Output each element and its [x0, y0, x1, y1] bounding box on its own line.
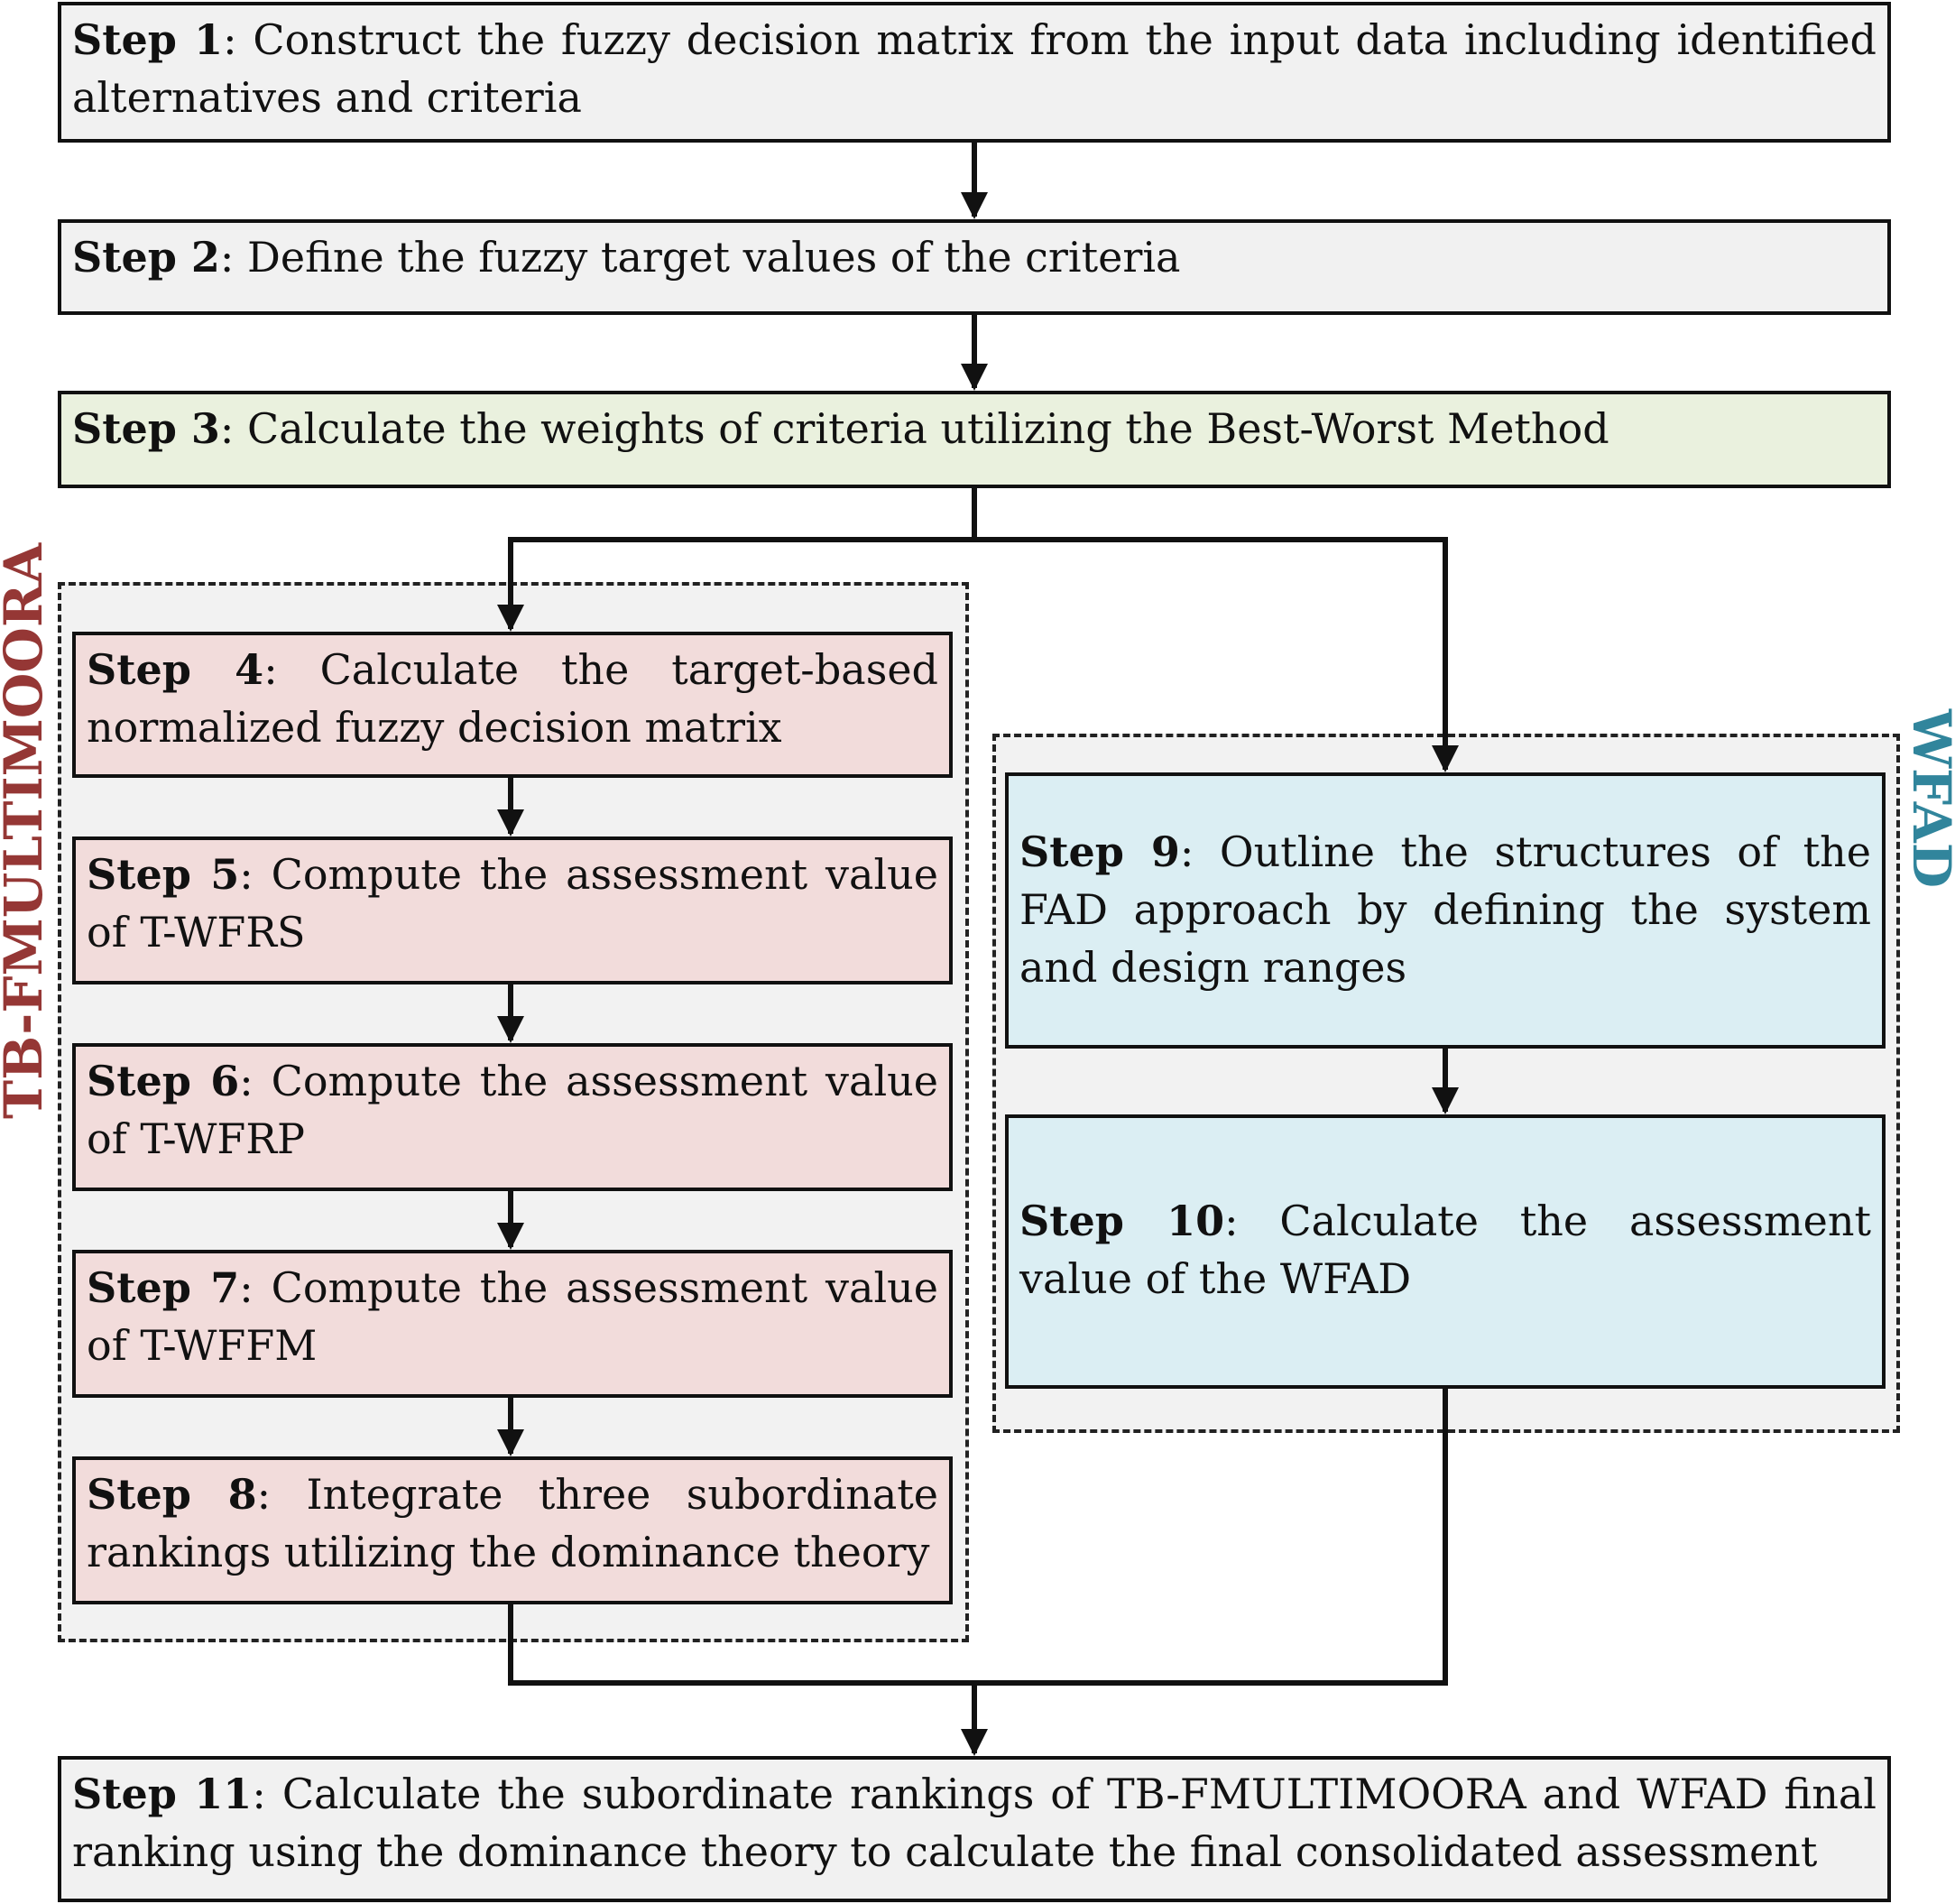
step-5-box: Step 5: Compute the assessment value of … [72, 836, 953, 984]
step-5-text: : Compute the assessment value of T-WFRS [87, 850, 939, 957]
step-2-number: Step 2 [72, 233, 220, 282]
step-4-text: : Calculate the target-based normalized … [87, 645, 938, 752]
step-10-text: : Calculate the assessment value of the … [1019, 1197, 1871, 1303]
step-9-box: Step 9: Outline the structures of the FA… [1005, 772, 1886, 1049]
step-2-box: Step 2: Define the fuzzy target values o… [58, 219, 1891, 315]
step-9-text: : Outline the structures of the FAD appr… [1019, 827, 1871, 992]
step-11-number: Step 11 [72, 1770, 253, 1818]
step-3-number: Step 3 [72, 404, 220, 453]
step-9-number: Step 9 [1019, 827, 1180, 876]
step-6-box: Step 6: Compute the assessment value of … [72, 1043, 953, 1191]
step-1-text: : Construct the fuzzy decision matrix fr… [72, 15, 1877, 122]
step-11-box: Step 11: Calculate the subordinate ranki… [58, 1756, 1891, 1902]
step-7-box: Step 7: Compute the assessment value of … [72, 1250, 953, 1398]
step-4-number: Step 4 [87, 645, 264, 694]
step-1-number: Step 1 [72, 15, 224, 64]
branch-from-step3 [497, 487, 977, 632]
step-1-box: Step 1: Construct the fuzzy decision mat… [58, 2, 1891, 143]
step-11-text: : Calculate the subordinate rankings of … [72, 1770, 1877, 1876]
arrow-to-step9 [974, 537, 1459, 772]
step-3-box: Step 3: Calculate the weights of criteri… [58, 391, 1891, 488]
step-6-text: : Compute the assessment value of T-WFRP [87, 1057, 939, 1163]
step-8-box: Step 8: Integrate three subordinate rank… [72, 1456, 953, 1604]
merge-left [508, 1389, 1448, 1686]
step-10-number: Step 10 [1019, 1197, 1225, 1245]
step-4-box: Step 4: Calculate the target-based norma… [72, 632, 953, 778]
step-2-text: : Define the fuzzy target values of the … [219, 233, 1181, 282]
step-6-number: Step 6 [87, 1057, 240, 1105]
step-10-box: Step 10: Calculate the assessment value … [1005, 1114, 1886, 1389]
step-5-number: Step 5 [87, 850, 240, 899]
step-3-text: : Calculate the weights of criteria util… [219, 404, 1609, 453]
step-8-number: Step 8 [87, 1470, 257, 1519]
step-7-text: : Compute the assessment value of T-WFFM [87, 1263, 939, 1370]
step-8-text: : Integrate three subordinate rankings u… [87, 1470, 938, 1576]
step-7-number: Step 7 [87, 1263, 240, 1312]
